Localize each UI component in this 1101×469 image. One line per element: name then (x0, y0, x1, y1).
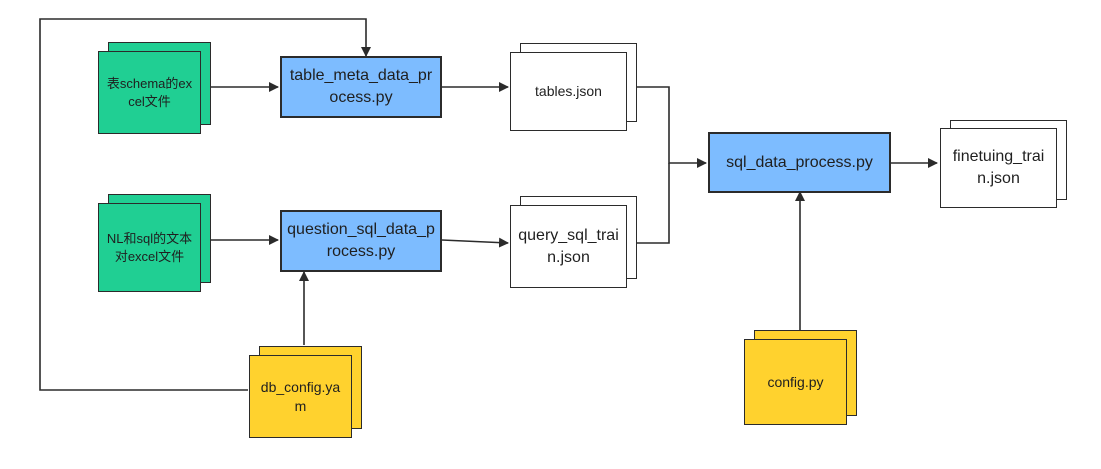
table-meta-process-node[interactable]: table_meta_data_process.py (280, 56, 442, 118)
finetuning-node[interactable]: finetuing_train.json (940, 128, 1057, 208)
nl-sql-excel-node[interactable]: NL和sql的文本对excel文件 (98, 203, 201, 292)
config-py-node[interactable]: config.py (744, 339, 847, 425)
query-train-node[interactable]: query_sql_train.json (510, 205, 627, 288)
db-config-node[interactable]: db_config.yam (249, 355, 352, 438)
table-meta-process-label: table_meta_data_process.py (289, 67, 433, 106)
db-config-label: db_config.yam (260, 378, 341, 414)
excel-schema-label: 表schema的excel文件 (106, 75, 193, 109)
tables-json-node[interactable]: tables.json (510, 52, 627, 131)
tables-json-label: tables.json (535, 83, 602, 100)
finetuning-label: finetuing_train.json (952, 148, 1045, 187)
config-py-label: config.py (767, 373, 824, 390)
question-sql-process-node[interactable]: question_sql_data_process.py (280, 210, 442, 272)
question-sql-process-label: question_sql_data_process.py (287, 221, 435, 260)
connector-db-config-to-table-meta (39, 18, 371, 391)
nl-sql-excel-label: NL和sql的文本对excel文件 (106, 230, 193, 264)
connector-query-train-to-sql-process (628, 163, 670, 244)
sql-data-process-node[interactable]: sql_data_process.py (708, 132, 891, 193)
excel-schema-node[interactable]: 表schema的excel文件 (98, 51, 201, 134)
connector-question-sql-to-query-train (441, 237, 509, 248)
connector-tables-json-to-sql-process (628, 86, 707, 168)
query-train-label: query_sql_train.json (518, 226, 619, 266)
sql-data-process-label: sql_data_process.py (726, 153, 873, 171)
